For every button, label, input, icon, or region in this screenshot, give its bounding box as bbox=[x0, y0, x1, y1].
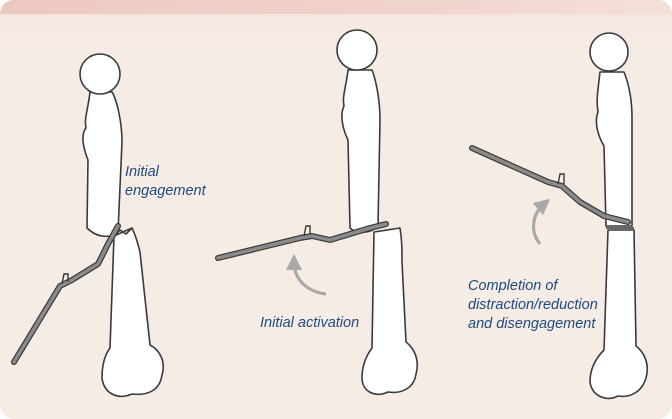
label-initial-activation: Initial activation bbox=[260, 314, 359, 333]
curved-arrow-icon bbox=[294, 262, 326, 294]
figure-completion bbox=[472, 33, 647, 398]
proximal-femur-icon bbox=[337, 30, 380, 232]
label-line: Completion of bbox=[468, 277, 598, 296]
label-line: Initial bbox=[125, 163, 206, 182]
distal-femur-icon bbox=[102, 228, 163, 396]
elevator-instrument-icon bbox=[14, 226, 118, 362]
curved-arrow-icon bbox=[534, 204, 544, 244]
elevator-instrument-icon bbox=[218, 224, 386, 258]
label-line: distraction/reduction bbox=[468, 296, 598, 315]
figure-initial-activation bbox=[218, 30, 417, 394]
distal-femur-icon bbox=[362, 228, 417, 394]
label-initial-engagement: Initial engagement bbox=[125, 163, 206, 201]
proximal-femur-icon bbox=[80, 54, 122, 236]
figure-initial-engagement bbox=[14, 54, 163, 396]
label-line: engagement bbox=[125, 182, 206, 201]
label-line: and disengagement bbox=[468, 315, 598, 334]
label-line: Initial activation bbox=[260, 314, 359, 333]
label-completion: Completion of distraction/reduction and … bbox=[468, 277, 598, 334]
